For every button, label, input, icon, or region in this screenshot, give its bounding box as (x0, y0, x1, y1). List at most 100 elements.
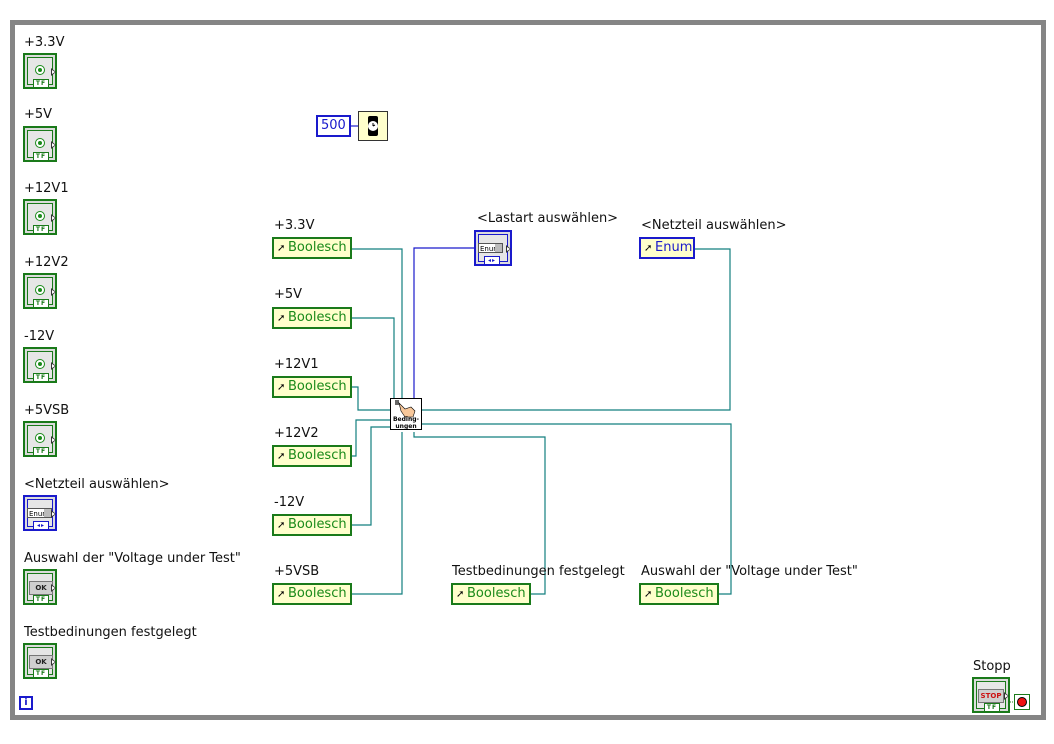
tf-tag: TF (984, 703, 1000, 712)
enum-text: Enum (480, 245, 501, 253)
local-var-12v2[interactable]: ➚Boolesch (272, 445, 352, 467)
subvi-bedingungen[interactable]: Beding- ungen (390, 398, 422, 430)
label-auswahl: Auswahl der "Voltage under Test" (24, 551, 241, 566)
lv-label-3v3: +3.3V (274, 218, 315, 233)
tf-tag: TF (33, 595, 49, 604)
ok-button-icon: OK (29, 581, 53, 595)
control-5vsb[interactable]: TF (23, 421, 57, 457)
label-5v: +5V (24, 107, 53, 122)
lv-label-12v2: +12V2 (274, 426, 319, 441)
loop-condition-icon[interactable] (1014, 694, 1030, 710)
wait-constant[interactable]: 500 (316, 115, 351, 137)
subvi-text-2: ungen (395, 423, 417, 430)
local-var-5v[interactable]: ➚Boolesch (272, 307, 352, 329)
led-icon (35, 211, 45, 221)
lv-label-m12v: -12V (274, 495, 305, 510)
ok-button-icon: OK (29, 655, 53, 669)
label-5vsb: +5VSB (24, 403, 70, 418)
control-3v3[interactable]: TF (23, 53, 57, 89)
local-var-12v1[interactable]: ➚Boolesch (272, 376, 352, 398)
enum-increment-icon: ◂▸ (484, 256, 500, 265)
lv-label-5v: +5V (274, 287, 303, 302)
subvi-text-1: Beding- (392, 416, 420, 423)
info-icon[interactable]: i (19, 696, 33, 710)
wire-lastart (413, 247, 474, 398)
stop-label: Stopp (973, 659, 1011, 674)
tf-tag: TF (33, 79, 49, 88)
control-lastart-enum[interactable]: Enum ◂▸ (474, 230, 512, 266)
tf-tag: TF (33, 152, 49, 161)
control-netzteil-enum[interactable]: Enum ◂▸ (23, 495, 57, 531)
local-var-icon: ➚ (456, 589, 465, 600)
lv-value: Boolesch (288, 310, 347, 325)
label-testbed: Testbedinungen festgelegt (24, 625, 197, 640)
lastart-label: <Lastart auswählen> (477, 211, 619, 226)
label-netzteil: <Netzteil auswählen> (24, 477, 170, 492)
control-m12v[interactable]: TF (23, 347, 57, 383)
lv-value: Boolesch (288, 448, 347, 463)
lv-value: Boolesch (655, 586, 714, 601)
lv-value: Boolesch (288, 240, 347, 255)
hand-pointer-icon (395, 400, 416, 418)
lv-value: Boolesch (288, 586, 347, 601)
wire-5v (352, 317, 395, 410)
local-var-icon: ➚ (644, 589, 653, 600)
dropdown-icon (495, 244, 502, 252)
wait-ms-function[interactable] (358, 111, 388, 141)
wire-12v2 (352, 419, 390, 457)
lv-value: Boolesch (288, 379, 347, 394)
led-icon (35, 433, 45, 443)
enum-text: Enum (29, 510, 50, 518)
out-label-testbed: Testbedinungen festgelegt (452, 564, 625, 579)
wire-testbed (413, 432, 546, 595)
local-var-icon: ➚ (277, 313, 286, 324)
local-var-netzteil[interactable]: ➚Enum (639, 237, 695, 259)
local-var-5vsb[interactable]: ➚Boolesch (272, 583, 352, 605)
led-icon (35, 138, 45, 148)
local-var-icon: ➚ (277, 382, 286, 393)
tf-tag: TF (33, 225, 49, 234)
lv-label-5vsb: +5VSB (274, 564, 320, 579)
tf-tag: TF (33, 669, 49, 678)
control-5v[interactable]: TF (23, 126, 57, 162)
wire-m12v (352, 426, 390, 526)
led-icon (35, 285, 45, 295)
lv-value: Enum (655, 240, 693, 255)
local-var-icon: ➚ (644, 243, 653, 254)
label-12v1: +12V1 (24, 181, 69, 196)
led-icon (35, 65, 45, 75)
dropdown-icon (44, 509, 51, 517)
local-var-icon: ➚ (277, 243, 286, 254)
label-m12v: -12V (24, 329, 55, 344)
led-icon (35, 359, 45, 369)
local-var-3v3[interactable]: ➚Boolesch (272, 237, 352, 259)
tf-tag: TF (33, 447, 49, 456)
stop-button-icon: STOP (978, 689, 1004, 703)
wire-auswahl (422, 423, 732, 595)
enum-increment-icon: ◂▸ (33, 521, 49, 530)
local-var-m12v[interactable]: ➚Boolesch (272, 514, 352, 536)
watch-icon (368, 116, 378, 136)
local-var-auswahl[interactable]: ➚Boolesch (639, 583, 719, 605)
local-var-icon: ➚ (277, 520, 286, 531)
wire-12v1 (352, 386, 390, 411)
lv-label-12v1: +12V1 (274, 357, 319, 372)
netzteil-local-label: <Netzteil auswählen> (641, 218, 787, 233)
local-var-icon: ➚ (277, 589, 286, 600)
control-12v1[interactable]: TF (23, 199, 57, 235)
lv-value: Boolesch (467, 586, 526, 601)
out-label-auswahl: Auswahl der "Voltage under Test" (641, 564, 858, 579)
label-3v3: +3.3V (24, 35, 65, 50)
local-var-icon: ➚ (277, 451, 286, 462)
local-var-testbed[interactable]: ➚Boolesch (451, 583, 531, 605)
wire-netzteil (422, 248, 731, 411)
control-12v2[interactable]: TF (23, 273, 57, 309)
tf-tag: TF (33, 373, 49, 382)
label-12v2: +12V2 (24, 255, 69, 270)
wire-5vsb (352, 432, 403, 595)
tf-tag: TF (33, 299, 49, 308)
lv-value: Boolesch (288, 517, 347, 532)
